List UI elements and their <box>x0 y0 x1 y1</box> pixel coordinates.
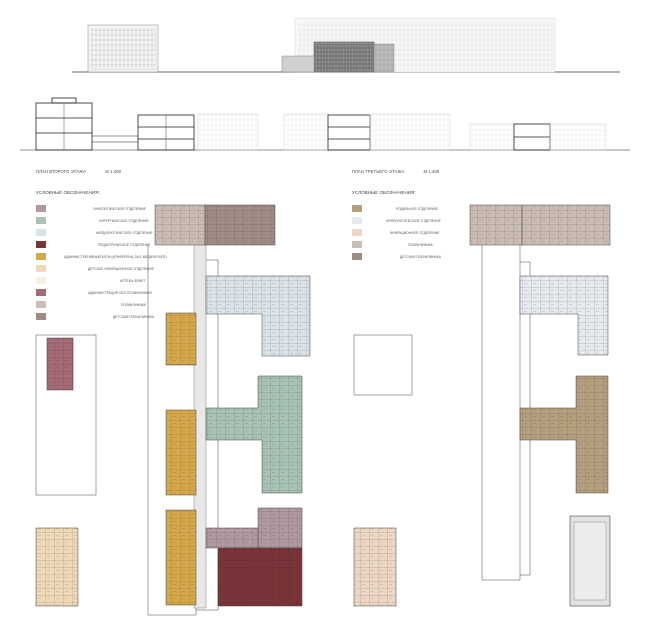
left-plan-title-text: ПЛАН ВТОРОГО ЭТАЖА <box>36 169 86 174</box>
legend-label: АДМИНИСТРАТИВНЫЙ БЛОК (КОНФЕРЕНЦ-ЗАЛ, МЕ… <box>64 254 167 259</box>
legend-label: ИНФЕКЦИОННОЕ ОТДЕЛЕНИЕ <box>390 230 440 235</box>
legend-swatch <box>36 253 46 260</box>
left-plan-title: ПЛАН ВТОРОГО ЭТАЖА М 1:400 <box>36 169 121 174</box>
legend-label: ДЕТСКОЕ ИНФЕКЦИОННОЕ ОТДЕЛЕНИЕ <box>88 266 154 271</box>
second-floor-plan <box>35 204 311 616</box>
right-plan-title: ПЛАН ТРЕТЬЕГО ЭТАЖА М 1:400 <box>352 169 439 174</box>
facade-elevation <box>72 17 620 73</box>
legend-label: НЕВРОЛОГИЧЕСКОЕ ОТДЕЛЕНИЕ <box>386 218 441 223</box>
legend-label: ДЕТСКАЯ ПОЛИКЛИНИКА <box>113 314 154 319</box>
legend-label: ХИРУРГИЧЕСКОЕ ОТДЕЛЕНИЕ <box>99 218 149 223</box>
left-legend-title: УСЛОВНЫЕ ОБОЗНАЧЕНИЯ: <box>36 190 100 195</box>
right-legend-title: УСЛОВНЫЕ ОБОЗНАЧЕНИЯ: <box>352 190 416 195</box>
legend-swatch <box>36 229 46 236</box>
right-plan-title-text: ПЛАН ТРЕТЬЕГО ЭТАЖА <box>352 169 405 174</box>
legend-swatch <box>36 277 46 284</box>
legend-label: ДЕТСКАЯ ПОЛИКЛИНИКА <box>400 254 441 259</box>
legend-label: ПЕДИАТРИЧЕСКОЕ ОТДЕЛЕНИЕ <box>98 242 151 247</box>
legend-label: АДМИНИСТРАЦИЯ ОБЛ.ПОЛИКЛИНИКИ <box>88 290 152 295</box>
legend-label: ПОЛИКЛИНИКА <box>121 302 146 307</box>
legend-swatch <box>36 313 46 320</box>
legend-swatch <box>36 265 46 272</box>
legend-swatch <box>36 289 46 296</box>
legend-swatch <box>352 205 362 212</box>
legend-label: ПОЛИКЛИНИКА <box>408 242 433 247</box>
legend-swatch <box>352 241 362 248</box>
third-floor-plan <box>353 204 611 607</box>
legend-swatch <box>352 253 362 260</box>
legend-swatch <box>36 217 46 224</box>
legend-swatch <box>36 241 46 248</box>
legend-swatch <box>36 205 46 212</box>
building-sections <box>20 97 630 151</box>
legend-label: ОНКОЛОГИЧЕСКОЕ ОТДЕЛЕНИЕ <box>93 206 146 211</box>
legend-label: АПТЕКА /БУФЕТ <box>120 278 146 283</box>
left-plan-scale: М 1:400 <box>105 169 122 174</box>
legend-swatch <box>352 217 362 224</box>
right-plan-scale: М 1:400 <box>423 169 440 174</box>
legend-label: РОДИЛЬНОЕ ОТДЕЛЕНИЕ <box>396 206 438 211</box>
legend-label: КАРДИОЛОГИЧЕСКОЕ ОТДЕЛЕНИЕ <box>96 230 153 235</box>
legend-swatch <box>36 301 46 308</box>
legend-swatch <box>352 229 362 236</box>
